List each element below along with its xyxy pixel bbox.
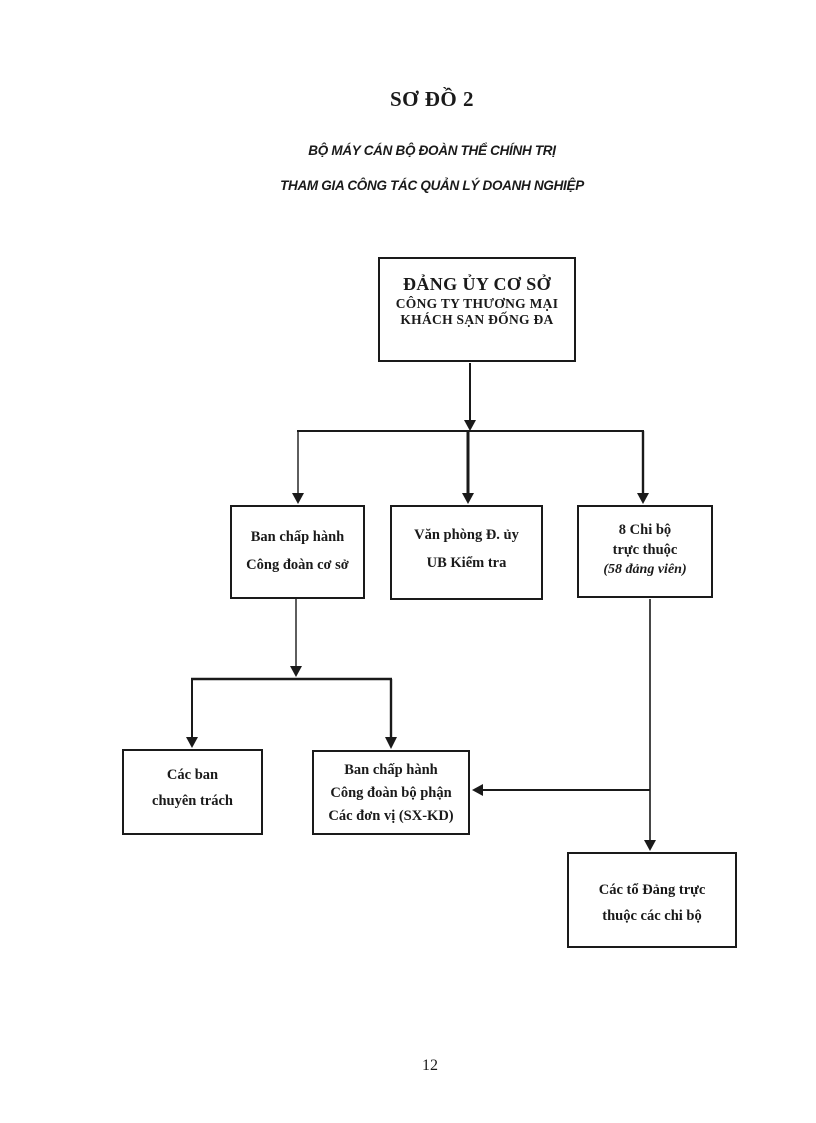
node-line: Các đơn vị (SX-KD) <box>328 808 454 824</box>
connector-chibo-to-cactodang <box>644 599 656 851</box>
node-line: Công đoàn cơ sở <box>246 557 349 573</box>
diagram-subtitle-line-1: BỘ MÁY CÁN BỘ ĐOÀN THỂ CHÍNH TRỊ <box>308 143 556 158</box>
node-line: 8 Chi bộ <box>618 522 672 538</box>
node-dang-uy-co-so: ĐẢNG ỦY CƠ SỞ CÔNG TY THƯƠNG MẠI KHÁCH S… <box>378 257 576 362</box>
node-line: CÔNG TY THƯƠNG MẠI <box>395 296 559 311</box>
connector-top-to-level2 <box>292 363 649 504</box>
node-line: chuyên trách <box>152 793 233 809</box>
node-ban-chap-hanh-cong-doan-bo-phan: Ban chấp hành Công đoàn bộ phận Các đơn … <box>312 750 470 835</box>
node-line: Công đoàn bộ phận <box>330 785 452 801</box>
node-ban-chap-hanh-cong-doan-co-so: Ban chấp hành Công đoàn cơ sở <box>230 505 365 599</box>
node-van-phong-dang-uy: Văn phòng Đ. ủy UB Kiểm tra <box>390 505 543 600</box>
node-chi-bo-truc-thuoc: 8 Chi bộ trực thuộc (58 đảng viên) <box>577 505 713 598</box>
node-line: Ban chấp hành <box>250 529 345 545</box>
node-line: UB Kiểm tra <box>426 555 507 571</box>
node-line: thuộc các chi bộ <box>602 908 702 924</box>
connector-bchcs-to-level3 <box>186 599 397 749</box>
diagram-subtitle-line-2: THAM GIA CÔNG TÁC QUẢN LÝ DOANH NGHIỆP <box>280 178 584 193</box>
node-line: Ban chấp hành <box>344 762 438 778</box>
node-line: (58 đảng viên) <box>603 562 687 577</box>
node-cac-to-dang-truc-thuoc: Các tổ Đảng trực thuộc các chi bộ <box>567 852 737 948</box>
page-title: SƠ ĐỒ 2 <box>389 87 475 111</box>
node-line: trực thuộc <box>612 542 678 558</box>
node-line: Các ban <box>166 767 219 783</box>
node-line: ĐẢNG ỦY CƠ SỞ <box>402 274 552 294</box>
node-line: Văn phòng Đ. ủy <box>414 527 519 543</box>
page-number: 12 <box>422 1057 438 1074</box>
node-line: Các tổ Đảng trực <box>598 882 706 898</box>
connector-chibo-to-bchbophan <box>472 784 650 796</box>
node-line: KHÁCH SẠN ĐỐNG ĐA <box>400 312 554 327</box>
node-cac-ban-chuyen-trach: Các ban chuyên trách <box>122 749 263 835</box>
